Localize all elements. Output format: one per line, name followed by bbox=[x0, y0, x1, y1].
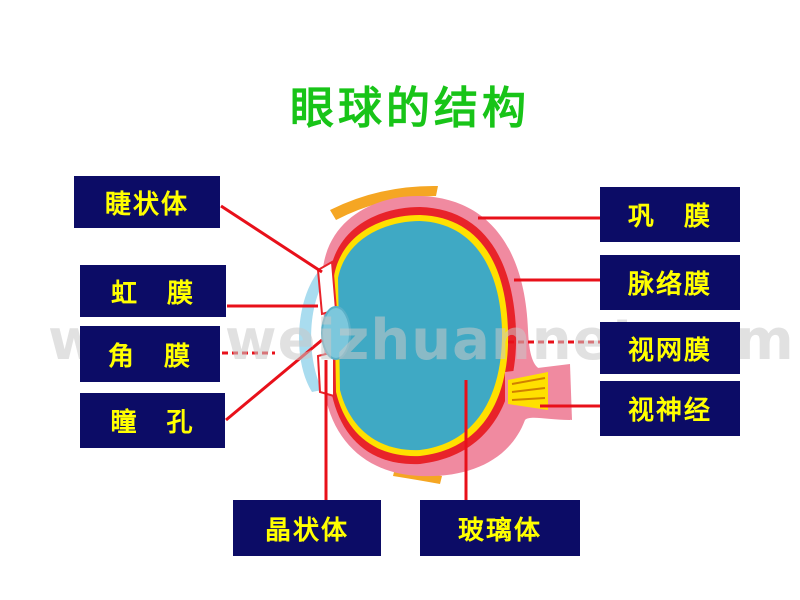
pointer-pupil bbox=[225, 338, 323, 422]
label-sclera: 巩 膜 bbox=[600, 187, 740, 242]
label-vitreous: 玻璃体 bbox=[420, 500, 580, 556]
label-iris: 虹 膜 bbox=[80, 265, 226, 317]
label-retina: 视网膜 bbox=[600, 322, 740, 374]
lens-shape bbox=[321, 306, 351, 360]
page-title: 眼球的结构 bbox=[290, 83, 530, 134]
label-ciliary-body: 睫状体 bbox=[74, 176, 220, 228]
label-choroid: 脉络膜 bbox=[600, 255, 740, 310]
cornea-shape bbox=[299, 272, 326, 392]
label-lens: 晶状体 bbox=[233, 500, 381, 556]
vitreous-shape bbox=[338, 221, 503, 451]
upper-muscle bbox=[330, 185, 438, 220]
label-pupil: 瞳 孔 bbox=[80, 393, 225, 448]
label-cornea: 角 膜 bbox=[80, 326, 220, 382]
pointer-ciliary-body bbox=[220, 204, 323, 274]
label-optic-nerve: 视神经 bbox=[600, 381, 740, 436]
